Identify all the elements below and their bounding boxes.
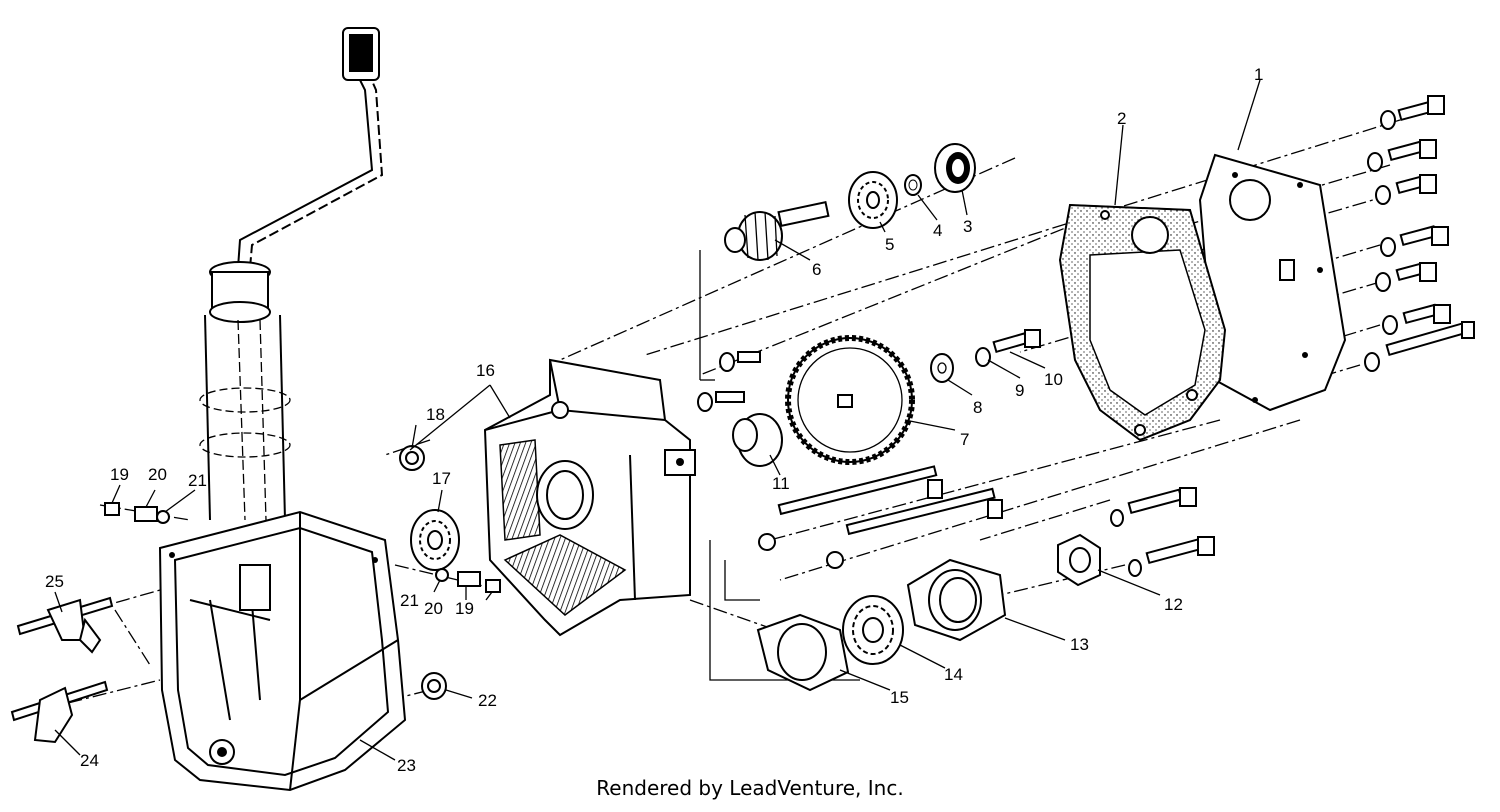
detent-parts-right [435, 568, 501, 593]
gear-7 [785, 335, 915, 465]
bolt-10 [992, 329, 1041, 354]
part-labels: 1 2 3 4 5 6 7 8 9 10 11 12 13 14 15 16 1… [45, 65, 1263, 775]
part-label-2: 2 [1117, 109, 1126, 128]
part-label-24: 24 [80, 751, 99, 770]
part-label-19a: 19 [110, 465, 129, 484]
part-label-1: 1 [1254, 65, 1263, 84]
part-label-19b: 19 [455, 599, 474, 618]
gasket-2 [1058, 203, 1227, 442]
bearing-17 [410, 509, 460, 571]
part-label-17: 17 [432, 469, 451, 488]
lockwasher-9 [975, 347, 991, 367]
bearing-3 [934, 143, 976, 193]
part-label-20a: 20 [148, 465, 167, 484]
part-label-4: 4 [933, 221, 942, 240]
bolts-12 [1110, 487, 1215, 577]
shift-lever [199, 27, 384, 521]
nut-12 [1057, 533, 1101, 587]
render-credit: Rendered by LeadVenture, Inc. [596, 776, 904, 800]
pinion-shaft-6 [724, 200, 830, 261]
part-label-12: 12 [1164, 595, 1183, 614]
part-label-13: 13 [1070, 635, 1089, 654]
seal-18 [399, 445, 425, 471]
spacer-11 [732, 413, 783, 467]
gasket-15 [756, 613, 850, 692]
housing-23 [158, 510, 407, 792]
retainer-13 [906, 558, 1007, 642]
shift-rail-25 [16, 596, 114, 654]
plug-22 [421, 672, 447, 700]
washer-8 [930, 353, 954, 383]
part-label-20b: 20 [424, 599, 443, 618]
part-label-25: 25 [45, 572, 64, 591]
part-label-21b: 21 [400, 591, 419, 610]
part-label-11: 11 [772, 474, 790, 493]
part-label-23: 23 [397, 756, 416, 775]
bolt-set-right [1364, 95, 1475, 372]
part-label-16: 16 [476, 361, 495, 380]
part-label-14: 14 [944, 665, 963, 684]
bolts-mid [697, 351, 1003, 569]
part-label-10: 10 [1044, 370, 1063, 389]
ring-4 [904, 174, 922, 196]
housing-16 [483, 358, 696, 637]
shift-rail-24 [10, 680, 109, 744]
part-label-7: 7 [960, 430, 969, 449]
cover-plate-1 [1198, 153, 1347, 412]
part-label-3: 3 [963, 217, 972, 236]
part-label-5: 5 [885, 235, 894, 254]
part-label-9: 9 [1015, 381, 1024, 400]
part-label-8: 8 [973, 398, 982, 417]
part-label-15: 15 [890, 688, 909, 707]
part-label-21a: 21 [188, 471, 207, 490]
detent-parts-left [104, 502, 170, 524]
part-label-6: 6 [812, 260, 821, 279]
leader-lines [54, 79, 1261, 761]
part-label-18: 18 [426, 405, 445, 424]
bearing-5 [848, 171, 898, 229]
bearing-14 [842, 595, 904, 665]
part-label-22: 22 [478, 691, 497, 710]
